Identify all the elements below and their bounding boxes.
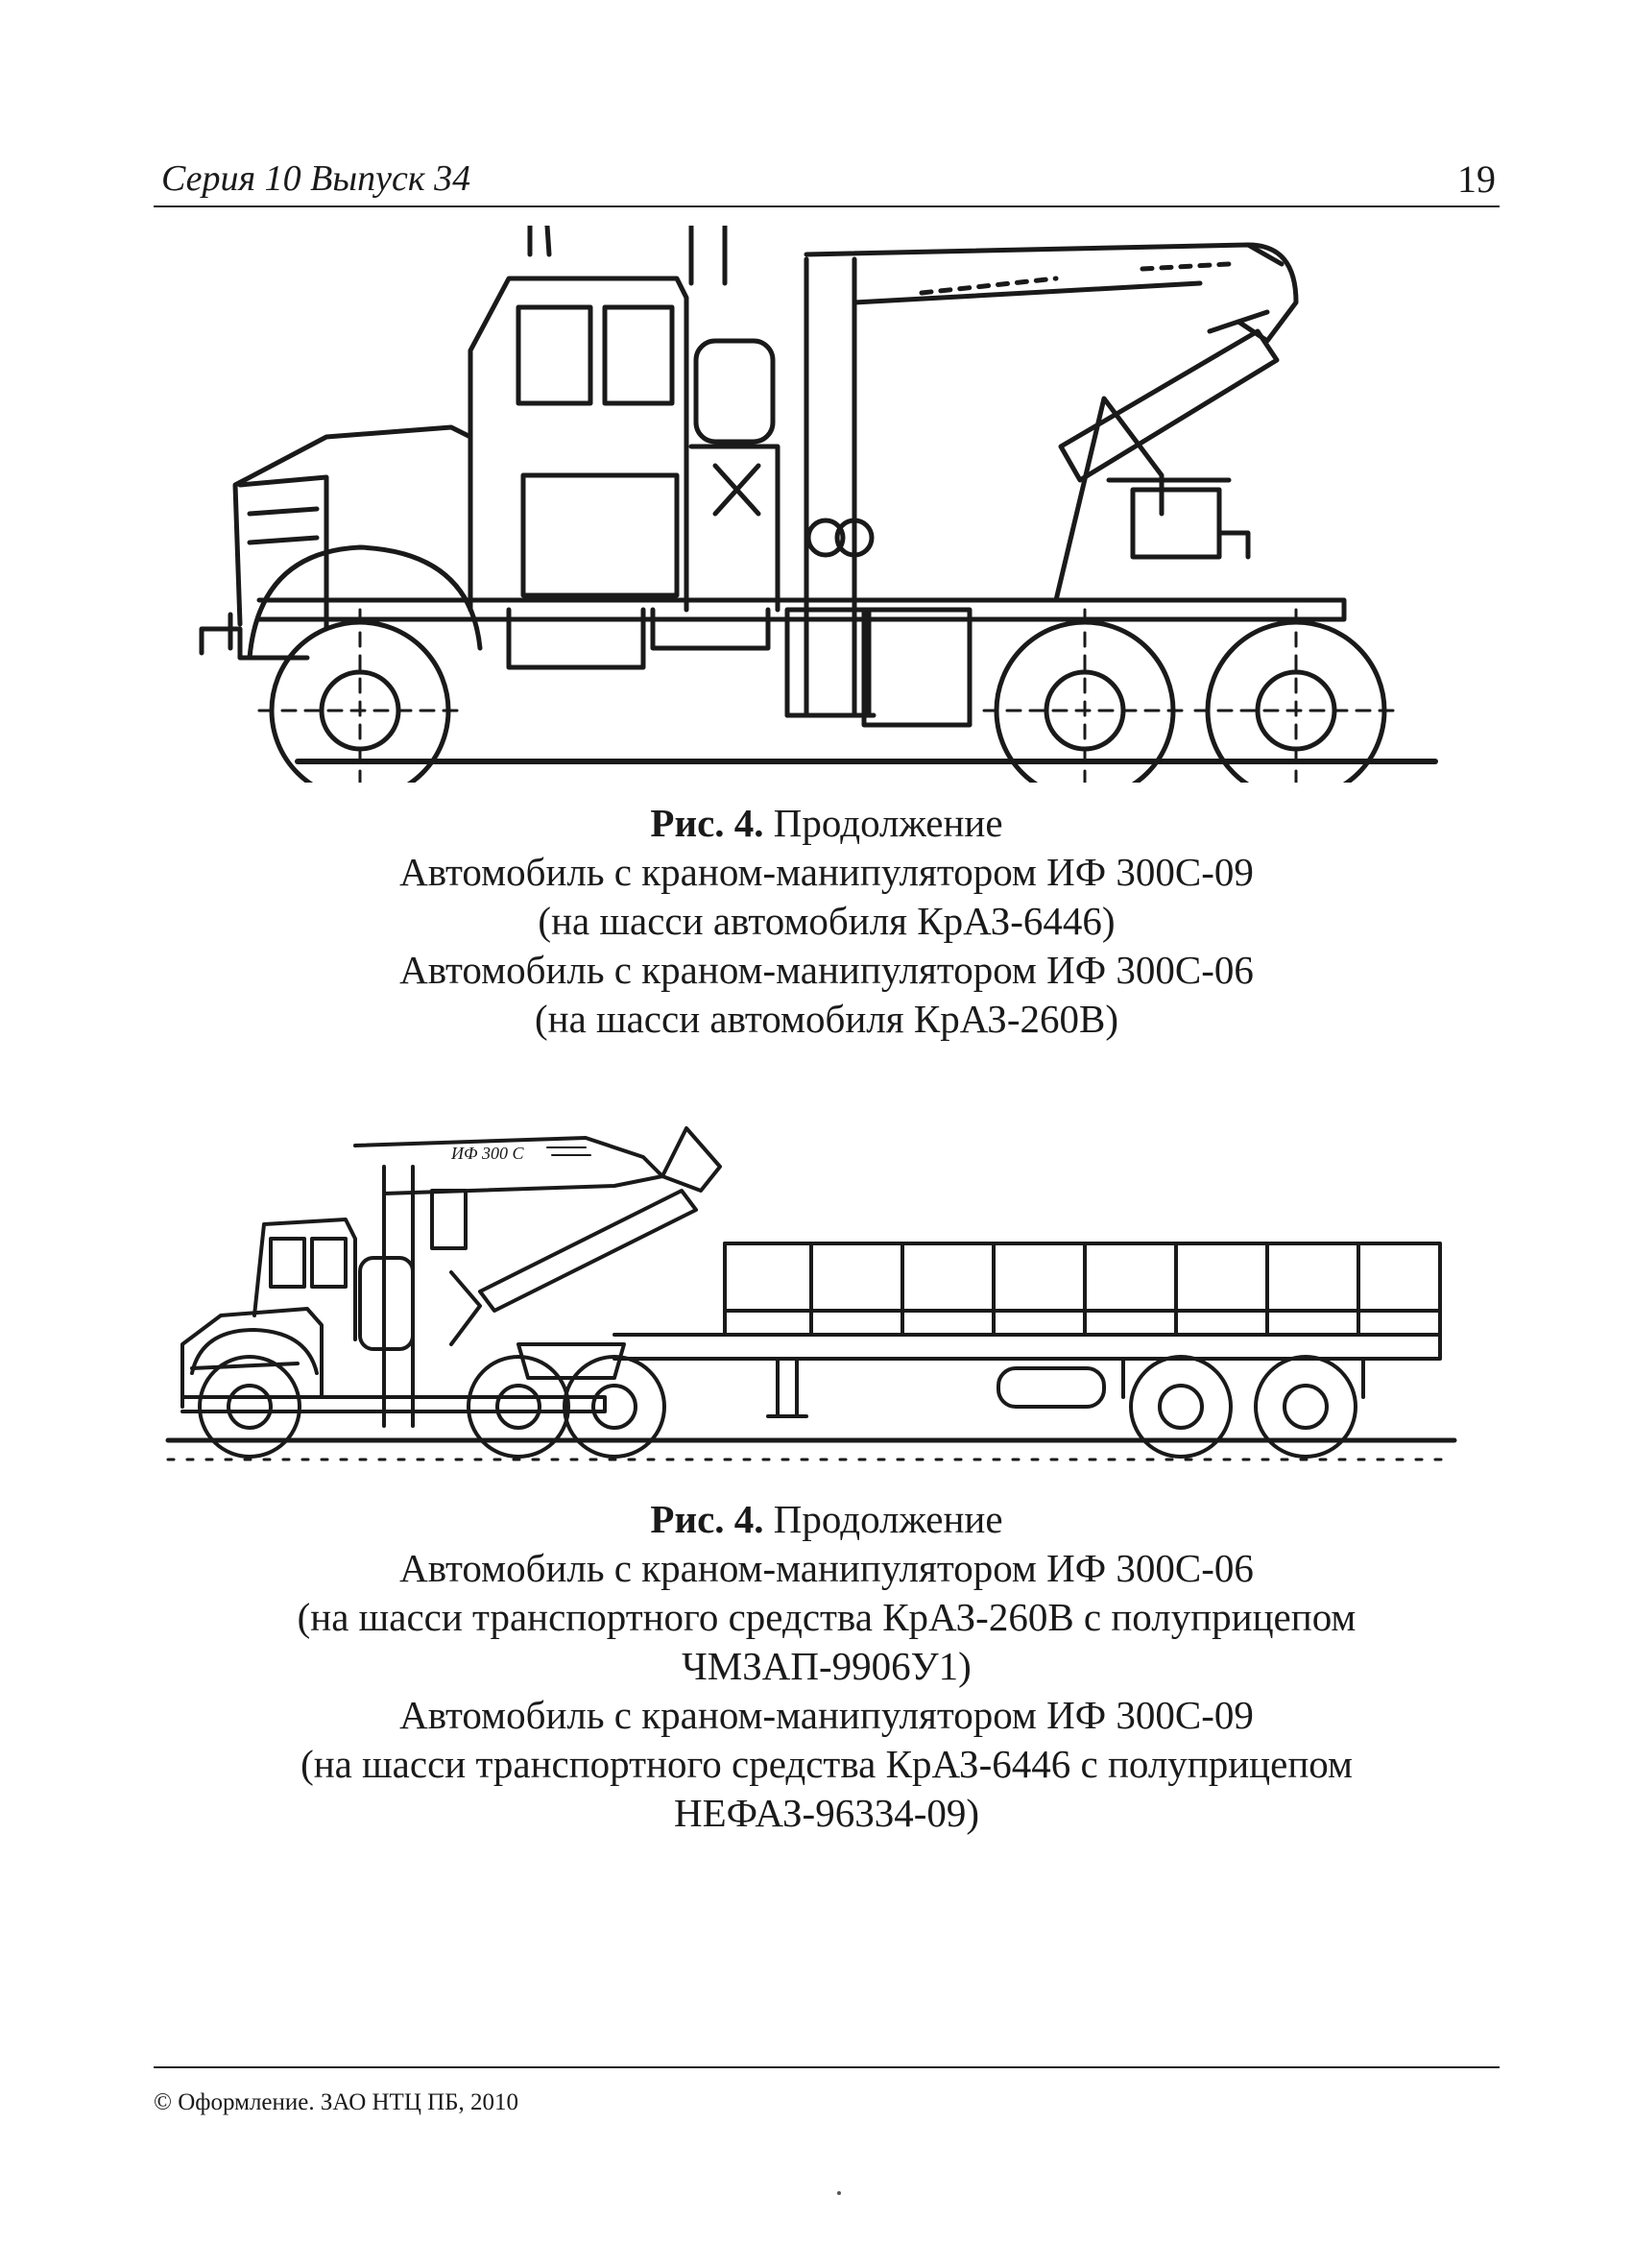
truck-crane-drawing [192,226,1459,783]
page-footer: © Оформление. ЗАО НТЦ ПБ, 2010 [154,2066,1500,2115]
caption-line: ЧМЗАП-9906У1) [682,1644,972,1688]
page-dot [837,2191,841,2195]
caption-line: (на шасси транспортного средства КрАЗ-26… [297,1595,1357,1639]
caption-title: Рис. 4. Продолжение [650,801,1003,845]
caption-line: НЕФАЗ-96334-09) [673,1791,980,1835]
page-number: 19 [1457,157,1496,201]
copyright-text: © Оформление. ЗАО НТЦ ПБ, 2010 [154,2089,519,2115]
truck-semitrailer-drawing: ИФ 300 С [163,1119,1469,1488]
caption-title: Рис. 4. Продолжение [650,1497,1003,1541]
caption-line: Автомобиль с краном-манипулятором ИФ 300… [399,850,1254,894]
figure-caption-1: Рис. 4. Продолжение Автомобиль с краном-… [154,799,1500,1044]
caption-line: (на шасси транспортного средства КрАЗ-64… [300,1742,1353,1786]
figure-caption-2: Рис. 4. Продолжение Автомобиль с краном-… [154,1495,1500,1838]
caption-line: (на шасси автомобиля КрАЗ-260В) [535,997,1118,1041]
boom-label: ИФ 300 С [450,1144,524,1163]
caption-line: Автомобиль с краном-манипулятором ИФ 300… [399,1546,1254,1590]
page-header: Серия 10 Выпуск 34 19 [154,152,1500,207]
caption-line: (на шасси автомобиля КрАЗ-6446) [538,899,1116,943]
caption-line: Автомобиль с краном-манипулятором ИФ 300… [399,948,1254,992]
caption-line: Автомобиль с краном-манипулятором ИФ 300… [399,1693,1254,1737]
series-title: Серия 10 Выпуск 34 [161,158,471,199]
